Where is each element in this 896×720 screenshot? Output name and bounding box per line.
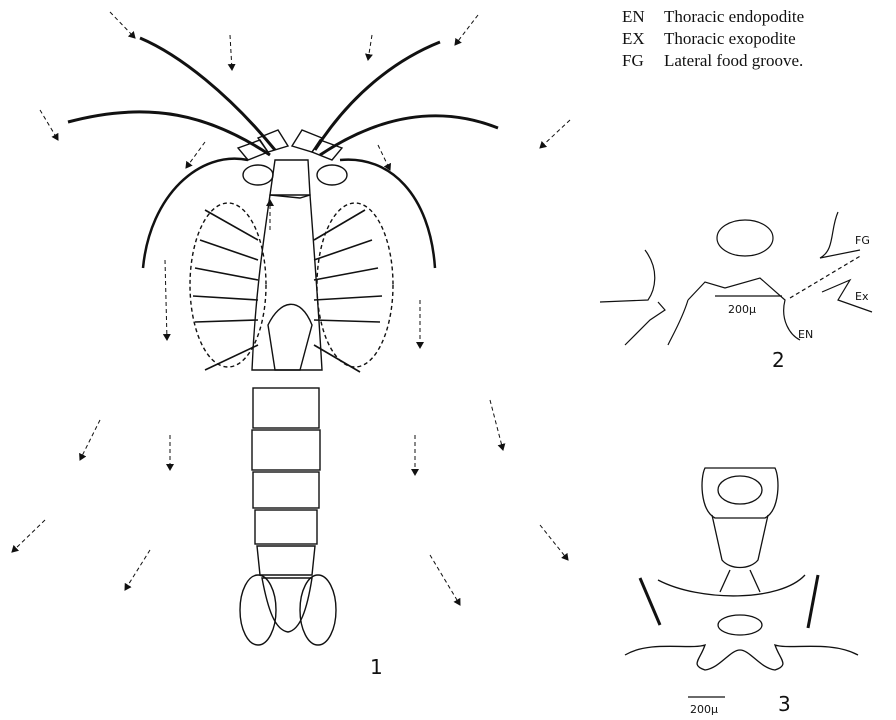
panel-number-2: 2 xyxy=(772,348,785,372)
mysid-body-drawing xyxy=(68,38,498,645)
legend: EN Thoracic endopodite EX Thoracic exopo… xyxy=(622,6,804,72)
panel-number-1: 1 xyxy=(370,655,383,679)
panel-3-drawing xyxy=(625,468,858,697)
fg-annotation: FG xyxy=(855,234,870,247)
panel-number-3: 3 xyxy=(778,692,791,716)
legend-label: Thoracic endopodite xyxy=(664,6,804,28)
ex-annotation: Ex xyxy=(855,290,869,303)
legend-row-fg: FG Lateral food groove. xyxy=(622,50,804,72)
water-current-arrows xyxy=(12,12,570,605)
legend-row-ex: EX Thoracic exopodite xyxy=(622,28,804,50)
scale-bar-label-3: 200µ xyxy=(690,703,718,716)
en-annotation: EN xyxy=(798,328,813,341)
legend-code: EN xyxy=(622,6,664,28)
scale-bar-label-2: 200µ xyxy=(728,303,756,316)
legend-row-en: EN Thoracic endopodite xyxy=(622,6,804,28)
legend-label: Lateral food groove. xyxy=(664,50,803,72)
legend-code: EX xyxy=(622,28,664,50)
legend-code: FG xyxy=(622,50,664,72)
panel-2-drawing xyxy=(600,212,872,345)
thoracic-limbs-drawing xyxy=(193,210,382,372)
legend-label: Thoracic exopodite xyxy=(664,28,796,50)
